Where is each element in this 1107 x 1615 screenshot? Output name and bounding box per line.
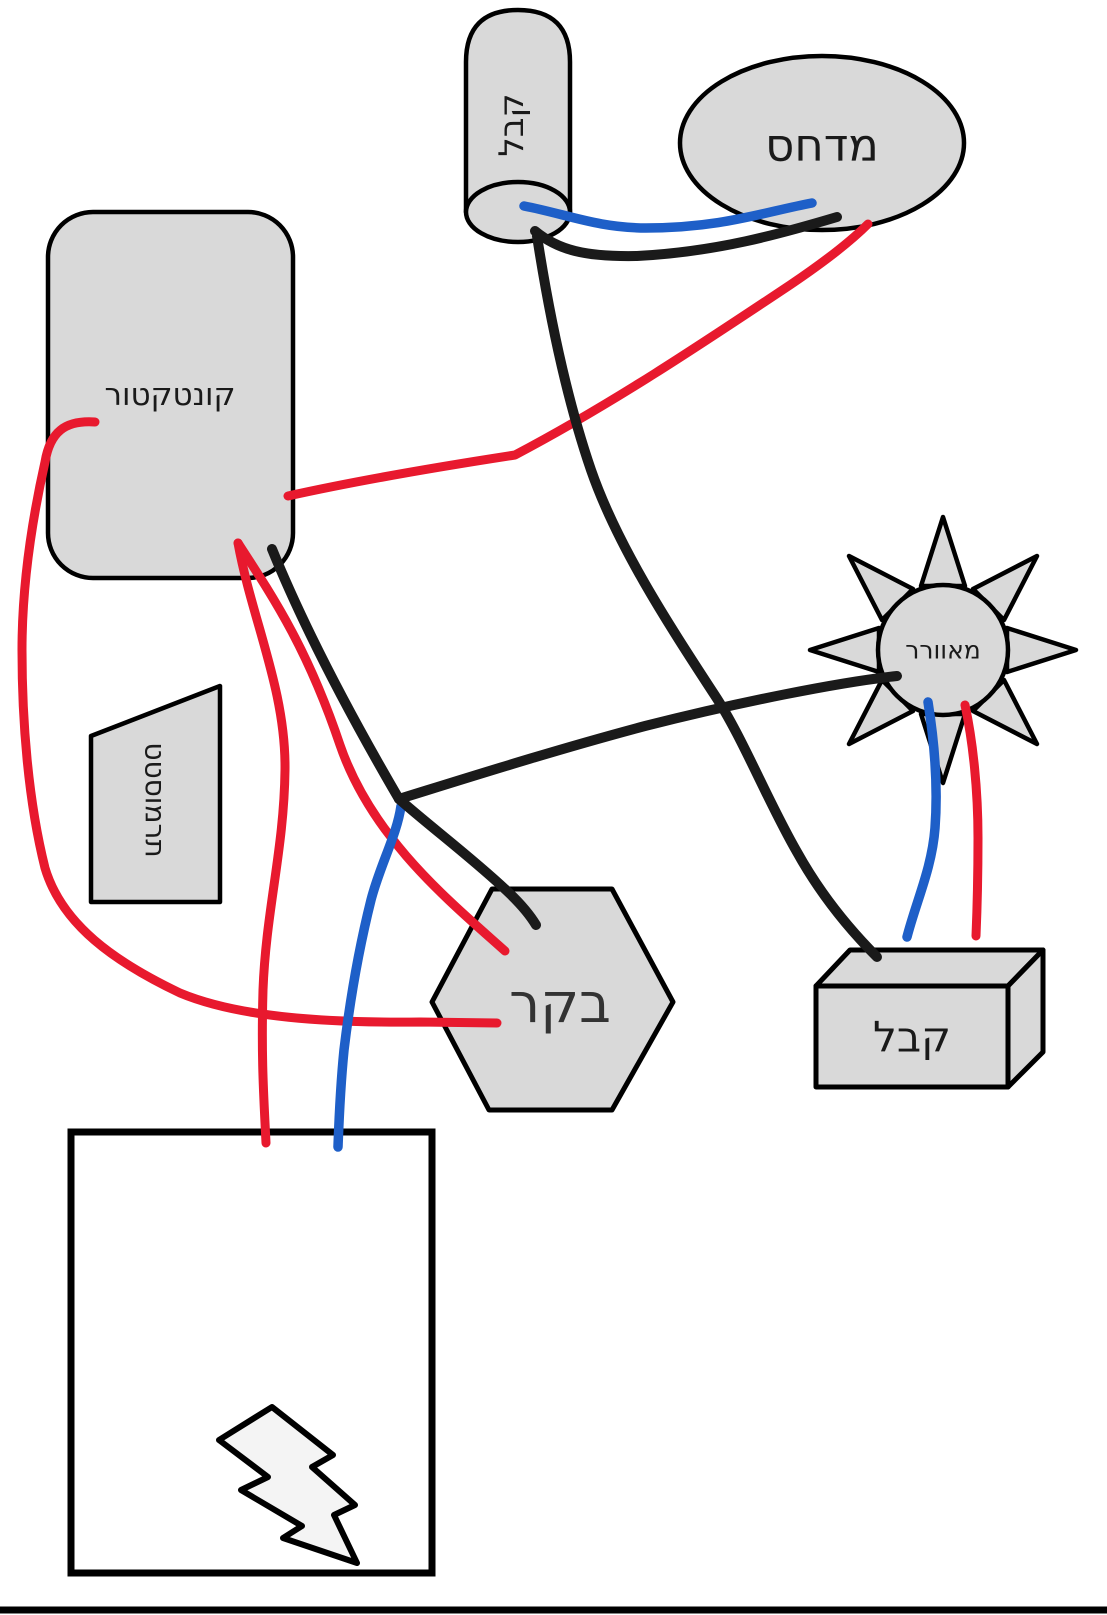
wire-black-junction-to-controller	[394, 794, 541, 930]
box-capacitor-label: קבל	[873, 1013, 951, 1062]
fan-node	[807, 514, 1079, 786]
wire-blue-junction-to-power-source	[333, 801, 406, 1152]
contactor-label: קונטקטור	[105, 377, 236, 413]
cylinder-capacitor-node	[463, 7, 573, 245]
controller-label: בקר	[509, 971, 611, 1035]
compressor-label: מדחס	[765, 119, 879, 172]
wire-black-cylinder-to-compressor	[530, 212, 842, 262]
cylinder-capacitor-label: קבל	[492, 93, 532, 156]
wire-black-contactor-to-junction	[267, 544, 404, 804]
lightning-bolt-icon	[216, 1404, 360, 1566]
thermostat-node	[88, 683, 223, 905]
compressor-node	[677, 53, 967, 233]
fan-label: מאוורר	[905, 636, 981, 665]
wire-red-contactor-to-controller	[233, 538, 510, 956]
wire-red-contactor-to-compressor	[283, 219, 873, 501]
wire-black-cylinder-to-box-capacitor	[532, 231, 882, 962]
thermostat-label: תרמוסטט	[139, 742, 172, 857]
wire-blue-cylinder-to-compressor	[519, 198, 817, 233]
power-source-node	[67, 1128, 436, 1577]
contactor-node	[45, 209, 296, 581]
wire-red-contactor-left-to-controller	[17, 417, 502, 1028]
wire-red-fan-to-box-capacitor	[960, 700, 983, 941]
wire-blue-fan-to-box-capacitor	[902, 697, 941, 942]
wire-black-junction-to-fan	[394, 671, 902, 804]
wire-red-contactor-to-power-source	[233, 538, 290, 1148]
